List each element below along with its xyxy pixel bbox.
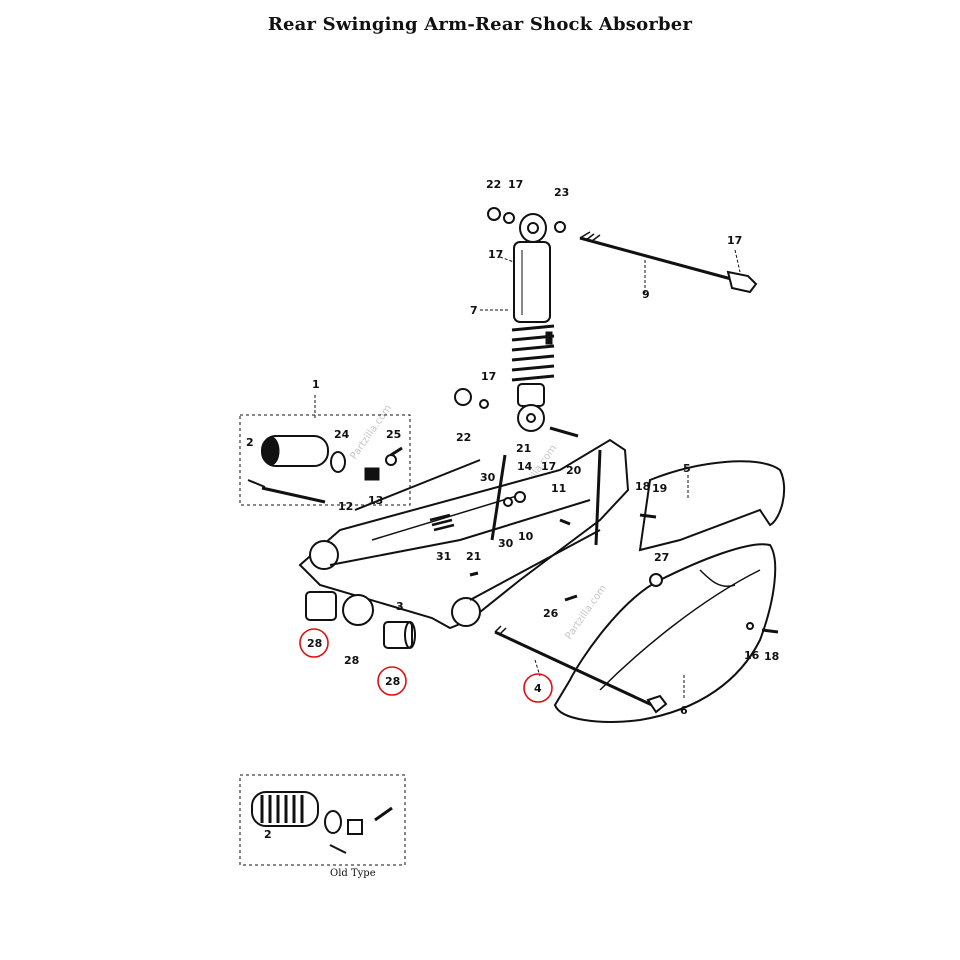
callout-17: 17 [508,178,523,191]
callout-30: 30 [480,471,496,484]
callout-4-highlighted: 4 [534,682,542,695]
callout-28: 28 [344,654,359,667]
callout-13: 13 [368,494,383,507]
shock-top-hardware [454,207,579,438]
inset-caption: Old Type [330,868,376,879]
callout-21: 21 [466,550,481,563]
callout-31: 31 [436,550,451,563]
highlight-circle [299,628,329,658]
callout-18: 18 [635,480,650,493]
callout-21: 21 [516,442,531,455]
callout-7: 7 [470,304,478,317]
callout-2: 2 [246,436,254,449]
rear-axle-4 [494,625,668,714]
callout-5: 5 [683,462,691,475]
callout-12: 12 [338,500,353,513]
callout-17: 17 [541,460,556,473]
leader-lines [314,249,741,700]
callout-22: 22 [456,431,471,444]
callout-18: 18 [764,650,779,663]
bushings [305,591,416,649]
callout-20: 20 [566,464,582,477]
old-type-inset: Old Type [239,774,406,879]
long-bolt-9 [579,231,758,294]
callout-14: 14 [517,460,533,473]
callout-24: 24 [334,428,350,441]
callout-19: 19 [652,482,667,495]
callout-17: 17 [488,248,503,261]
highlight-circle [377,666,407,696]
callout-2: 2 [264,828,272,841]
chain-case [553,460,786,723]
callout-3: 3 [396,600,404,613]
callout-17: 17 [481,370,496,383]
callout-9: 9 [642,288,650,301]
callout-1: 1 [312,378,320,391]
callout-11: 11 [551,482,566,495]
misc-hardware [469,491,779,634]
highlight-circle [523,673,553,703]
callout-23: 23 [554,186,569,199]
swing-arm [298,438,630,630]
footrest-assembly [239,414,411,506]
callout-22: 22 [486,178,501,191]
callout-labels: 22 17 23 17 17 9 7 17 22 1 24 25 2 12 13… [246,178,779,841]
rear-shock-absorber [511,213,555,432]
callout-25: 25 [386,428,401,441]
callout-27: 27 [654,551,669,564]
callout-28-highlighted: 28 [307,637,322,650]
callout-16: 16 [744,649,760,662]
callout-28-highlighted: 28 [385,675,400,688]
diagram-title: Rear Swinging Arm-Rear Shock Absorber [267,14,693,35]
callout-30: 30 [498,537,514,550]
callout-6: 6 [680,704,688,717]
callout-17: 17 [727,234,742,247]
callout-26: 26 [543,607,559,620]
callout-10: 10 [518,530,534,543]
